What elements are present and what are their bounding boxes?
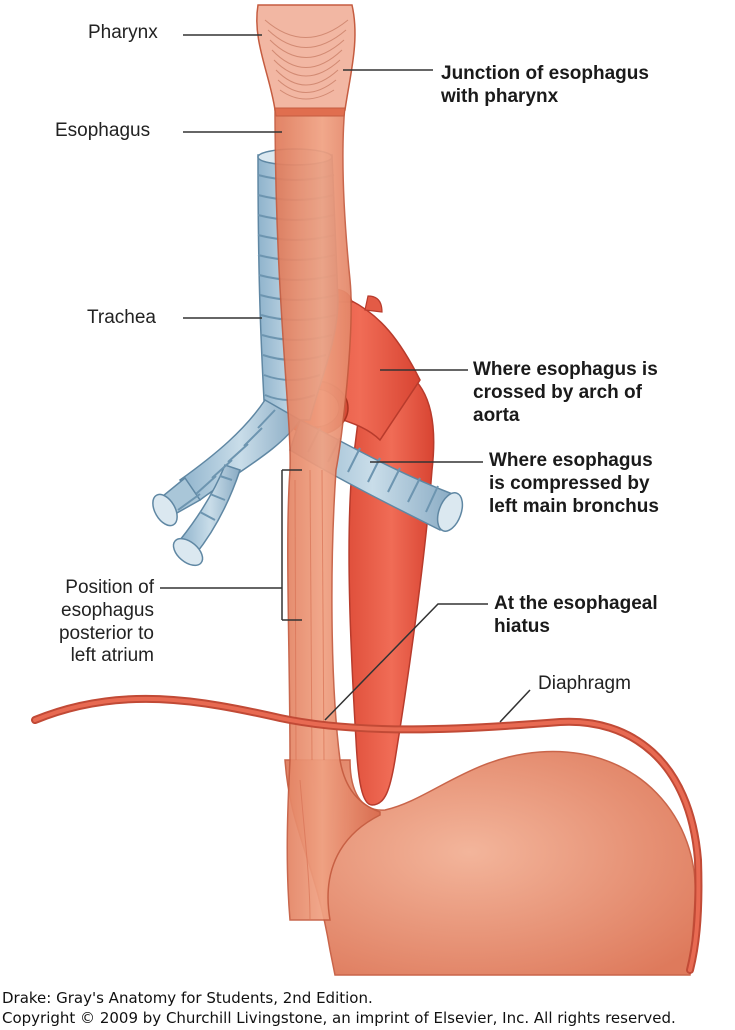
- junction-label: Junction of esophagus with pharynx: [441, 63, 649, 109]
- position-of-esophagus-line-4: left atrium: [70, 645, 154, 667]
- crossed-by-arch-line-2: crossed by arch of: [473, 381, 642, 403]
- position-of-esophagus-line-1: Position of: [65, 577, 154, 598]
- caption-copyright: Copyright © 2009 by Churchill Livingston…: [2, 1009, 676, 1027]
- junction-line-1: Junction of esophagus: [441, 63, 649, 84]
- crossed-by-arch-label: Where esophagus is crossed by arch of ao…: [473, 359, 658, 427]
- caption-source: Drake: Gray's Anatomy for Students, 2nd …: [2, 989, 373, 1007]
- compressed-by-bronchus-line-2: is compressed by: [489, 472, 650, 494]
- esophagus: [256, 4, 381, 921]
- compressed-by-bronchus-label: Where esophagus is compressed by left ma…: [489, 450, 659, 518]
- esophageal-hiatus-line-1: At the esophageal: [494, 593, 658, 614]
- diaphragm-label: Diaphragm: [538, 673, 631, 694]
- leader-lines: [160, 34, 531, 723]
- esophageal-hiatus-label: At the esophageal hiatus: [494, 593, 658, 639]
- position-of-esophagus-line-3: posterior to: [58, 622, 154, 644]
- position-of-esophagus-label: Position of esophagus posterior to left …: [20, 577, 154, 668]
- position-of-esophagus-line-2: esophagus: [61, 599, 154, 621]
- compressed-by-bronchus-line-3: left main bronchus: [489, 495, 659, 517]
- compressed-by-bronchus-line-1: Where esophagus: [489, 450, 653, 471]
- esophageal-hiatus-line-2: hiatus: [494, 615, 550, 637]
- trachea-label: Trachea: [87, 307, 156, 328]
- junction-line-2: with pharynx: [441, 85, 559, 107]
- pharynx-label: Pharynx: [88, 22, 158, 43]
- esophagus-label: Esophagus: [55, 120, 151, 141]
- crossed-by-arch-line-3: aorta: [473, 404, 520, 426]
- crossed-by-arch-line-1: Where esophagus is: [473, 359, 658, 380]
